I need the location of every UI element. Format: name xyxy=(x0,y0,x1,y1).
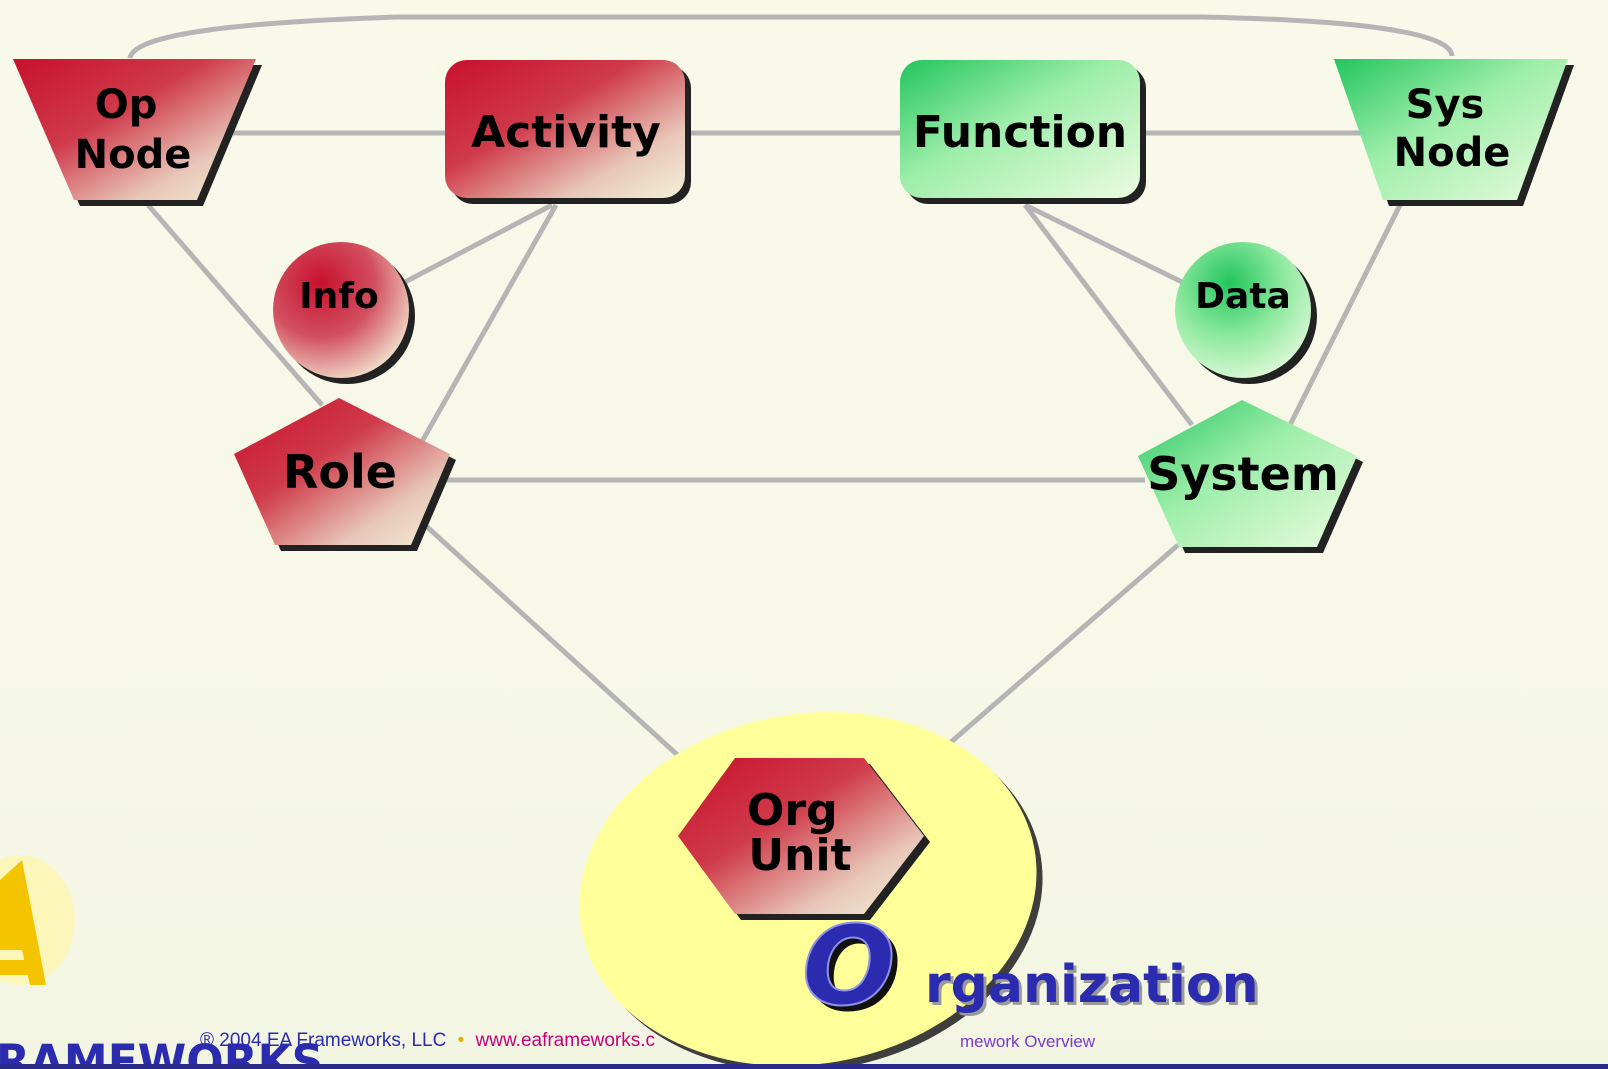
footer-bullet: • xyxy=(457,1030,465,1051)
footer-title: mework Overview xyxy=(960,1032,1096,1051)
svg-text:Sys Node: Sys Node xyxy=(1394,82,1511,176)
connector-role-orgunit xyxy=(423,523,707,782)
function-shape: Function xyxy=(900,60,1146,204)
op-node-label-line2: Node xyxy=(75,132,192,178)
sys-node-label-line1: Sys xyxy=(1406,82,1485,128)
activity-shape: Activity xyxy=(445,60,691,204)
title-rest-shadow: rganization xyxy=(928,958,1262,1018)
org-unit-shape: Org Unit xyxy=(678,758,930,920)
bottom-bar xyxy=(0,1064,1608,1069)
role-label: Role xyxy=(283,445,397,499)
function-label: Function xyxy=(913,107,1127,158)
role-shape: Role xyxy=(234,398,456,551)
logo-text: RAMEWORKS xyxy=(0,1034,323,1069)
connector-top-arc xyxy=(127,14,1455,59)
data-shape: Data xyxy=(1175,242,1317,384)
op-node-label-line1: Op xyxy=(95,82,158,128)
footer: ® 2004 EA Frameworks, LLC • www.eaframew… xyxy=(200,1030,1095,1052)
info-shape: Info xyxy=(273,242,415,384)
system-shape: System xyxy=(1138,400,1363,553)
connector-function-system xyxy=(1023,203,1194,427)
svg-text:Org Unit: Org Unit xyxy=(747,785,853,881)
info-label: Info xyxy=(299,276,378,317)
footer-copyright: ® 2004 EA Frameworks, LLC xyxy=(200,1030,447,1051)
org-unit-label-line2: Unit xyxy=(748,830,851,881)
activity-label: Activity xyxy=(471,107,661,158)
svg-text:Op Node: Op Node xyxy=(75,82,192,178)
sys-node-shape: Sys Node xyxy=(1334,59,1574,206)
org-unit-label-line1: Org xyxy=(747,785,838,836)
connector-activity-role xyxy=(417,203,559,447)
system-label: System xyxy=(1147,447,1339,501)
data-label: Data xyxy=(1195,276,1291,317)
sys-node-label-line2: Node xyxy=(1394,130,1511,176)
ea-frameworks-logo: RAMEWORKS xyxy=(0,855,323,1069)
connector-activity-info xyxy=(403,202,554,285)
title-big-o: O xyxy=(802,902,896,1030)
title-rest: rganization xyxy=(925,955,1259,1015)
op-node-shape: Op Node xyxy=(13,59,262,206)
connector-sysnode-system xyxy=(1287,203,1403,427)
connector-function-data xyxy=(1023,202,1184,285)
organization-title: O O rganization rganization xyxy=(801,901,1262,1036)
connector-opnode-role xyxy=(146,203,324,407)
footer-website-link[interactable]: www.eaframeworks.c xyxy=(475,1030,656,1051)
title-big-o-shadow: O xyxy=(808,908,902,1036)
